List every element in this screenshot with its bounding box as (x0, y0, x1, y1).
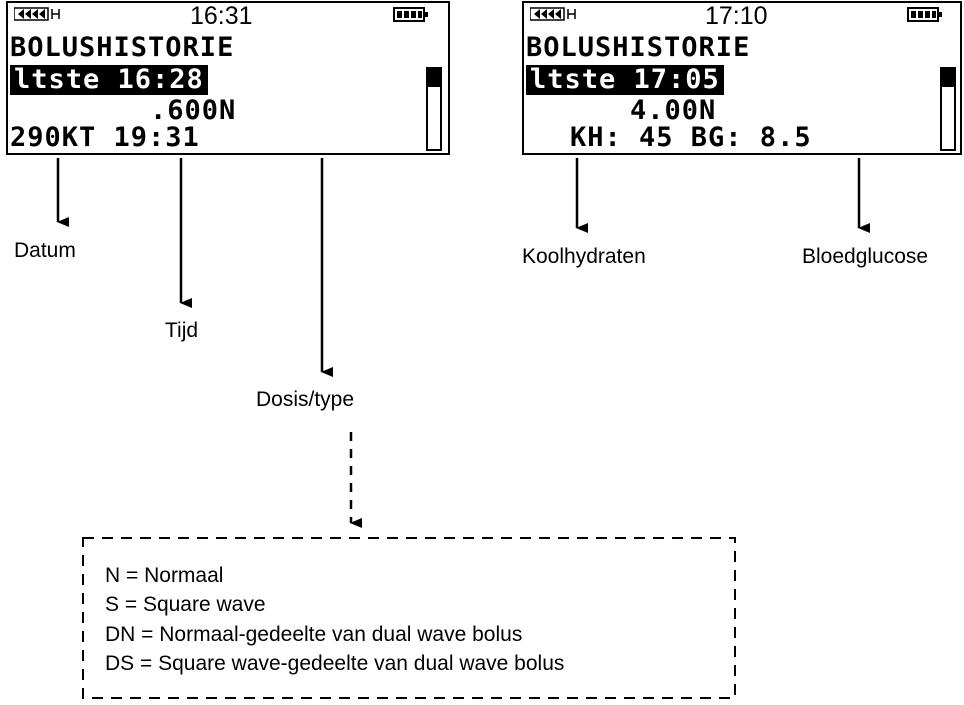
carbs-bg-line: KH: 45 BG: 8.5 (570, 122, 812, 153)
legend-item-dual-square: DS = Square wave-gedeelte van dual wave … (105, 652, 565, 675)
screen-title: BOLUSHISTORIE (10, 32, 235, 63)
label-koolhydraten: Koolhydraten (522, 245, 646, 268)
selected-bolus-row: ltste 17:05 (526, 65, 724, 95)
screen-title: BOLUSHISTORIE (526, 32, 751, 63)
legend-item-normaal: N = Normaal (105, 564, 224, 587)
bolus-dose-line: .600N (150, 95, 237, 126)
legend-dashed-border (82, 537, 736, 699)
signal-strength-icon (530, 7, 576, 21)
legend-item-square-wave: S = Square wave (105, 593, 266, 616)
scrollbar-thumb (428, 69, 440, 87)
battery-full-icon (393, 7, 428, 22)
pump-screen-left: 16:31 BOLUSHISTORIE ltste 16:28 .600N 29… (6, 1, 450, 155)
clock-time: 17:10 (705, 2, 768, 30)
clock-time: 16:31 (190, 2, 253, 30)
selected-bolus-row: ltste 16:28 (10, 65, 208, 95)
scrollbar (940, 67, 956, 151)
battery-full-icon (907, 7, 942, 22)
label-dosis-type: Dosis/type (256, 388, 355, 411)
legend-item-dual-normaal: DN = Normaal-gedeelte van dual wave bolu… (105, 623, 523, 646)
bolus-dose-line: 4.00N (630, 95, 717, 126)
pump-screen-right: 17:10 BOLUSHISTORIE ltste 17:05 4.00N KH… (522, 1, 962, 155)
label-datum: Datum (14, 239, 76, 262)
scrollbar-thumb (942, 69, 954, 87)
label-tijd: Tijd (165, 319, 199, 342)
scrollbar (426, 67, 442, 151)
signal-strength-icon (14, 7, 60, 21)
bolus-date-time-line: 290KT 19:31 (10, 122, 200, 153)
label-bloedglucose: Bloedglucose (802, 245, 929, 268)
